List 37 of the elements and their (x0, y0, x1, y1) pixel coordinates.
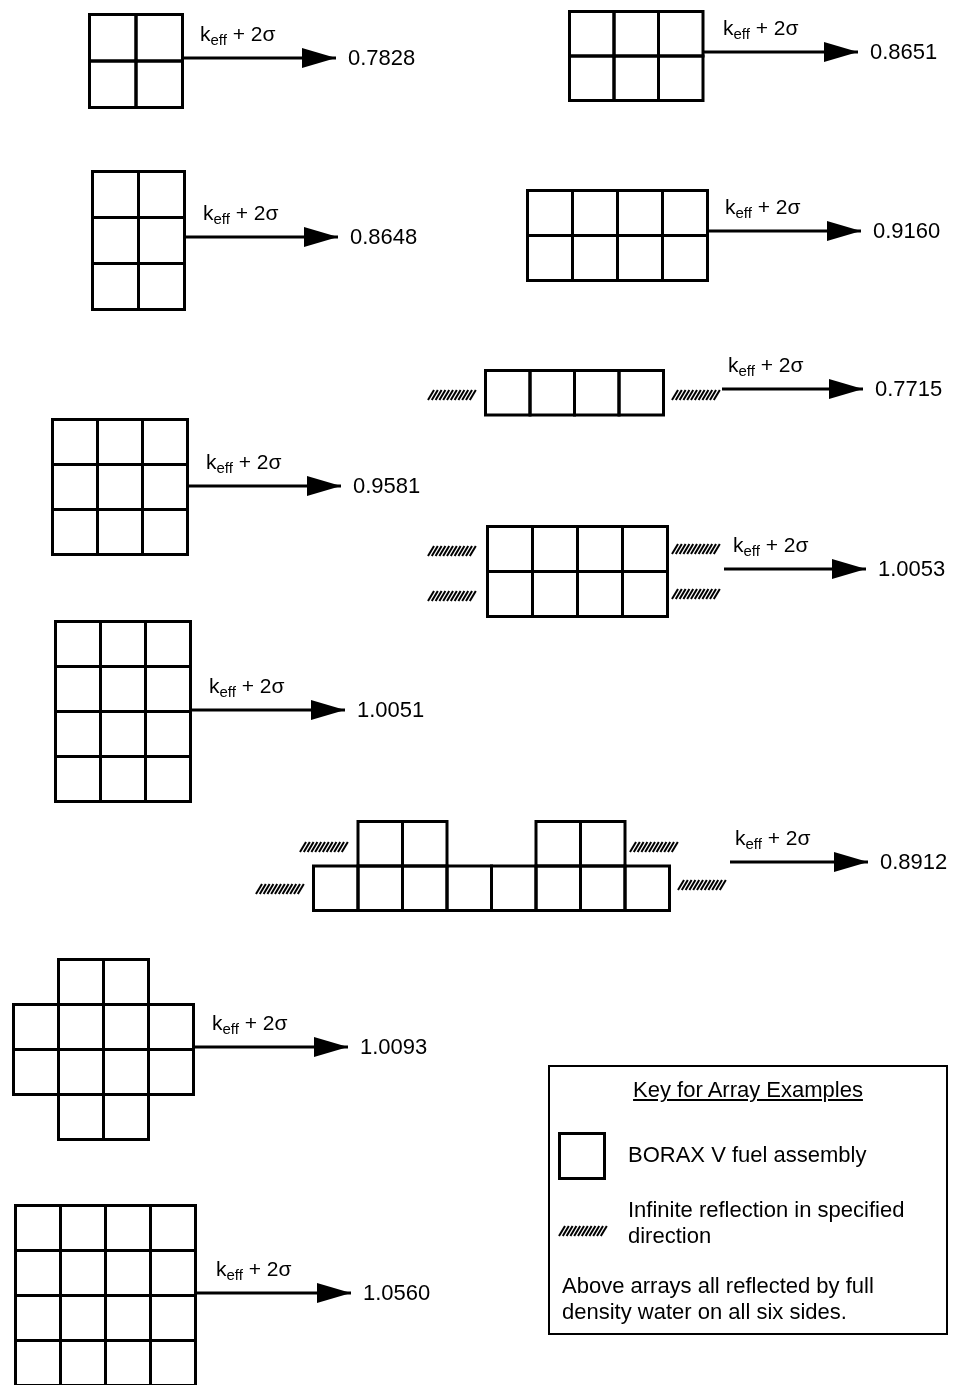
arrow (191, 700, 345, 720)
arrow (724, 559, 866, 579)
legend-text: BORAX V fuel assembly (628, 1142, 868, 1168)
arrow (194, 1037, 348, 1057)
fuel-array-drawing (54, 620, 191, 802)
arrow (183, 48, 336, 68)
fuel-array-drawing (426, 525, 724, 617)
k-eff-value: 1.0560 (351, 1280, 431, 1306)
fuel-array-drawing (91, 170, 185, 310)
k-eff-value: 1.0053 (866, 556, 946, 582)
legend-text: Infinite reflection in specified direction (628, 1197, 906, 1249)
legend-title: Key for Array Examples (633, 1077, 863, 1102)
k-eff-value: 0.7828 (336, 45, 416, 71)
k-eff-value: 0.9581 (341, 473, 421, 499)
arrow (185, 227, 338, 247)
arrow (196, 1283, 351, 1303)
fuel-array-drawing (12, 958, 194, 1140)
k-eff-value: 0.7715 (863, 376, 943, 402)
k-eff-value: 1.0051 (345, 697, 425, 723)
fuel-array-drawing (88, 13, 183, 108)
fuel-array-drawing (526, 189, 708, 281)
arrow (188, 476, 341, 496)
arrow (703, 42, 858, 62)
k-eff-value: 1.0093 (348, 1034, 428, 1060)
fuel-array-drawing (426, 369, 722, 416)
fuel-array-drawing (51, 418, 188, 555)
k-eff-value: 0.9160 (861, 218, 941, 244)
k-eff-value: 0.8912 (868, 849, 948, 875)
fuel-array-drawing (14, 1204, 196, 1385)
arrow (730, 852, 868, 872)
arrow (708, 221, 861, 241)
k-eff-value: 0.8651 (858, 39, 938, 65)
note-text: Above arrays all reflected by full density water on all six sides. (562, 1273, 875, 1325)
arrow (722, 379, 863, 399)
fuel-array-drawing (568, 10, 704, 101)
fuel-array-drawing (254, 820, 730, 911)
k-eff-value: 0.8648 (338, 224, 418, 250)
